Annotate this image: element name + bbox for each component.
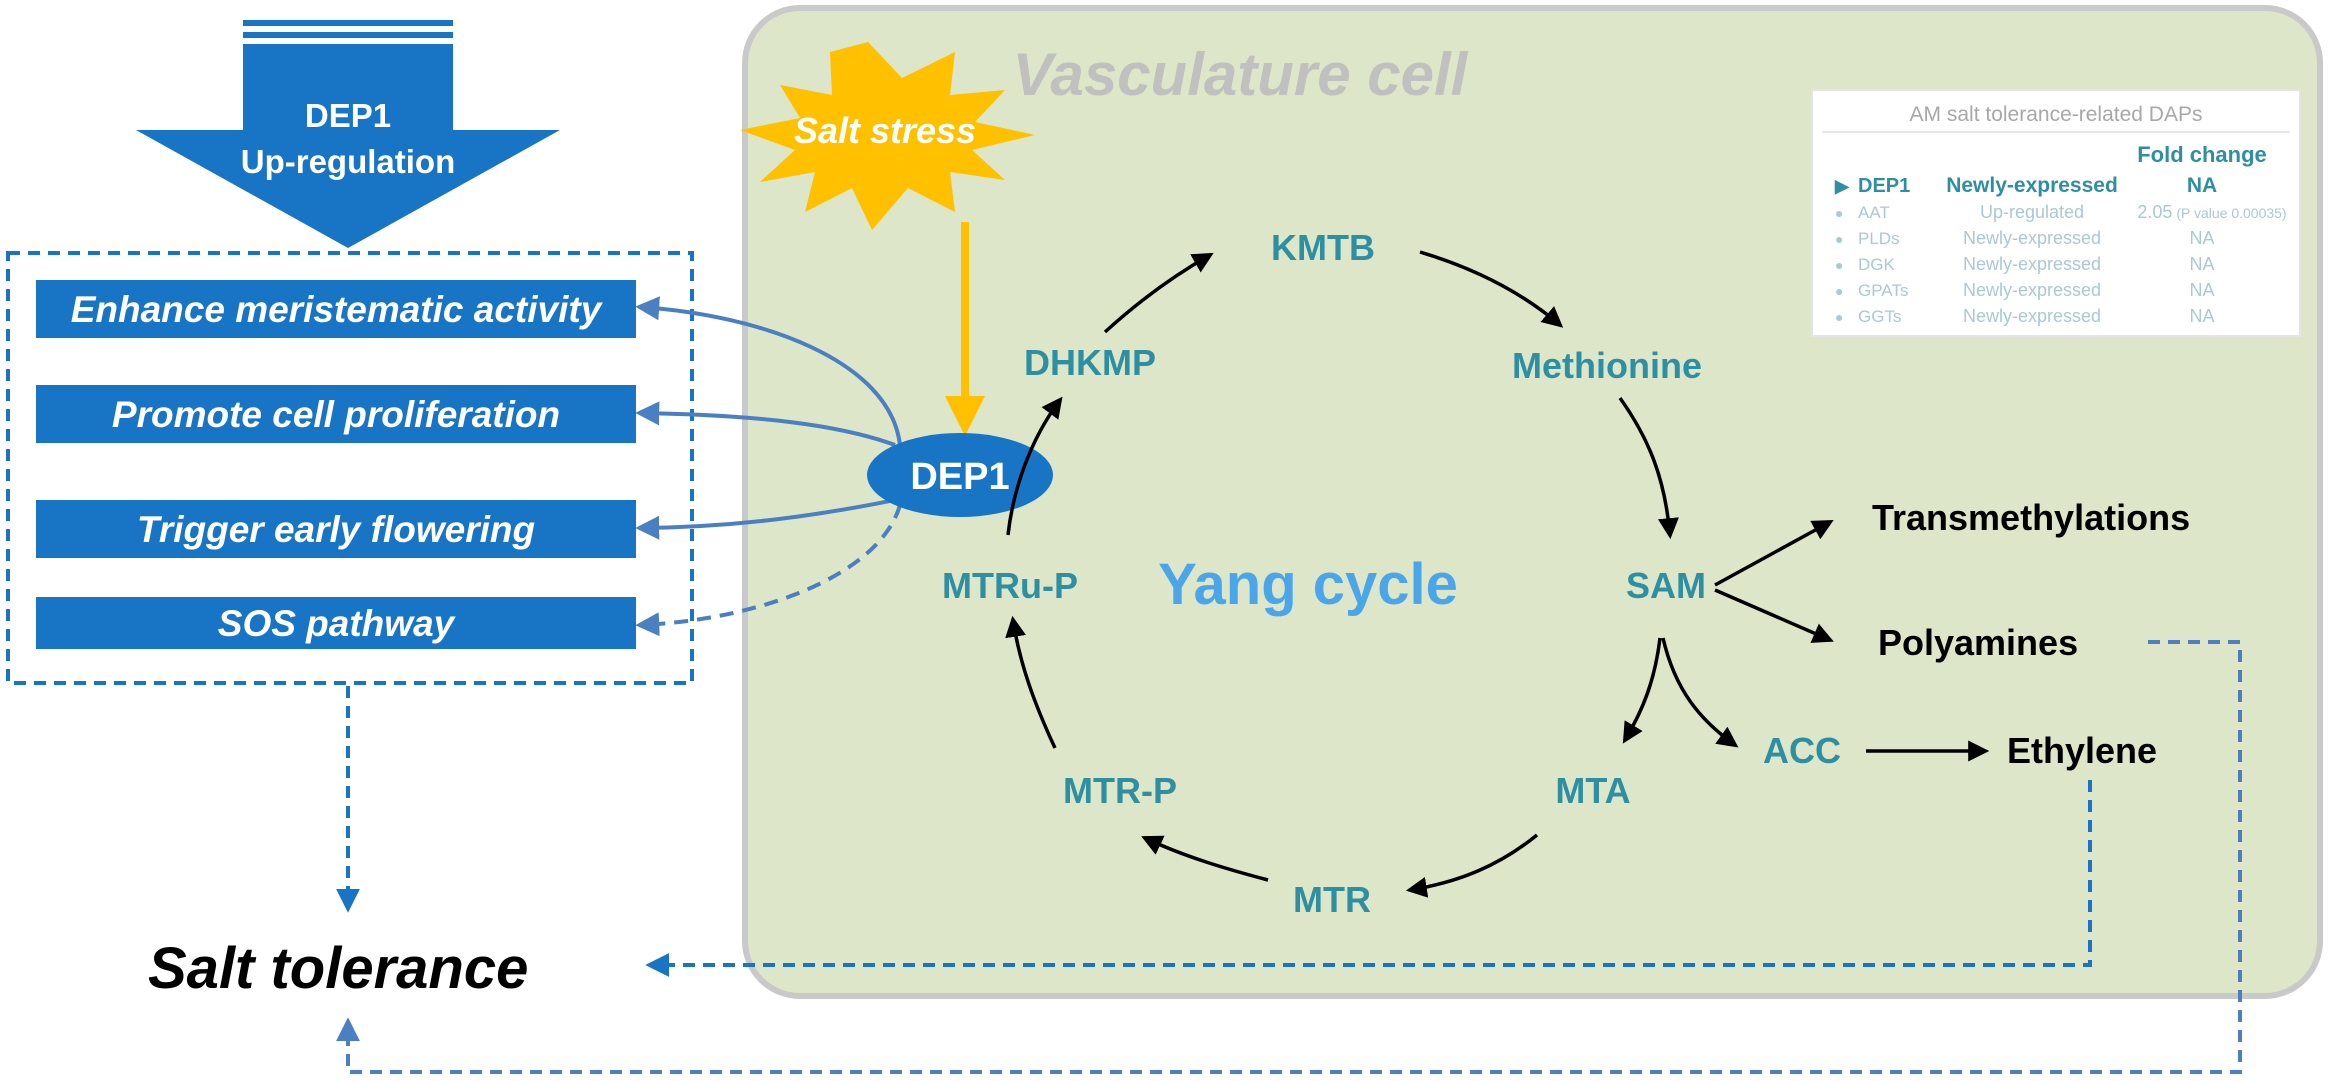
dap-row-status: Newly-expressed	[1946, 174, 2118, 197]
node-acc: ACC	[1763, 730, 1841, 771]
vasculature-cell-title: Vasculature cell	[1013, 41, 1469, 108]
node-mta: MTA	[1555, 770, 1630, 811]
effect-sos-pathway: SOS pathway	[36, 597, 636, 649]
arrow-mta-to-mtr	[1405, 833, 1539, 898]
salt-stress-burst	[740, 42, 1035, 230]
arrow-sam-to-transmethylations	[1714, 519, 1834, 587]
dap-row-fold: NA	[2187, 174, 2217, 197]
dashed-polyamines-to-salt-tolerance	[336, 640, 2242, 1074]
dap-row-fold: NA	[2189, 254, 2214, 274]
arrow-dep1-to-sos	[635, 504, 902, 637]
output-ethylene: Ethylene	[2007, 730, 2157, 771]
arrow-dep1-to-proliferation	[635, 401, 896, 447]
salt-stress-label: Salt stress	[794, 110, 976, 151]
effects-dashed-box	[6, 251, 694, 685]
dap-table-title: AM salt tolerance-related DAPs	[1910, 103, 2203, 126]
dep1-upregulation-arrow: DEP1 Up-regulation	[136, 20, 560, 248]
dap-row-status: Newly-expressed	[1963, 306, 2101, 326]
dap-table-row: ● GPATs Newly-expressed NA	[1835, 280, 2215, 300]
arrow-dhkmp-to-kmtb	[1103, 252, 1214, 334]
dap-row-status: Newly-expressed	[1963, 280, 2101, 300]
dap-row-fold: NA	[2189, 280, 2214, 300]
node-mtr: MTR	[1293, 879, 1371, 920]
dep1-node	[867, 433, 1053, 517]
arrow-dep1-to-meristematic	[635, 296, 902, 446]
arrow-mtrp-to-mtrup	[1005, 615, 1057, 749]
effect-enhance-meristematic: Enhance meristematic activity	[36, 280, 636, 338]
dap-row-fold-value: 2.05	[2137, 202, 2172, 222]
dap-row-marker: ●	[1835, 309, 1843, 325]
dap-table-row: ● GGTs Newly-expressed NA	[1835, 306, 2215, 326]
yang-cycle-title: Yang cycle	[1158, 552, 1458, 617]
arrow-sam-to-acc	[1661, 637, 1739, 748]
dap-table-header: Fold change	[2137, 142, 2267, 167]
dap-row-marker: ▶	[1834, 176, 1850, 196]
arrow-mtr-to-mtrp	[1141, 835, 1269, 882]
arrow-dep1-to-flowering	[635, 498, 896, 540]
effect-trigger-flowering: Trigger early flowering	[36, 500, 636, 558]
dap-row-marker: ●	[1835, 231, 1843, 247]
dap-table-row: ● PLDs Newly-expressed NA	[1835, 228, 2215, 248]
dap-row-fold: NA	[2189, 306, 2214, 326]
dap-row-fold: NA	[2189, 228, 2214, 248]
dep1-upregulation-line1: DEP1	[305, 97, 391, 134]
dap-table-row: ▶ DEP1 Newly-expressed NA	[1834, 174, 2217, 197]
effect-promote-proliferation-label: Promote cell proliferation	[112, 394, 560, 435]
arrow-sam-to-mta	[1622, 637, 1662, 744]
dap-row-pvalue: (P value 0.00035)	[2172, 205, 2286, 221]
node-methionine: Methionine	[1512, 345, 1702, 386]
node-kmtb: KMTB	[1271, 227, 1375, 268]
node-mtrup: MTRu-P	[942, 565, 1078, 606]
node-dhkmp: DHKMP	[1024, 342, 1156, 383]
dap-row-name: DEP1	[1858, 175, 1910, 197]
node-mtrp: MTR-P	[1063, 770, 1177, 811]
dap-table-row: ● DGK Newly-expressed NA	[1835, 254, 2215, 274]
effect-trigger-flowering-label: Trigger early flowering	[137, 509, 535, 550]
dap-row-status: Newly-expressed	[1963, 254, 2101, 274]
dap-row-name: DGK	[1858, 255, 1896, 274]
arrow-kmtb-to-methionine	[1419, 250, 1564, 328]
node-sam: SAM	[1626, 565, 1706, 606]
dap-row-name: GGTs	[1858, 307, 1901, 326]
arrow-sam-to-polyamines	[1714, 588, 1834, 643]
dep1-node-label: DEP1	[910, 456, 1009, 498]
output-polyamines: Polyamines	[1878, 622, 2078, 663]
dap-table: AM salt tolerance-related DAPs Fold chan…	[1811, 89, 2301, 337]
dap-row-marker: ●	[1835, 283, 1843, 299]
arrow-mtrup-to-dhkmp	[1006, 396, 1063, 536]
dap-row-name: AAT	[1858, 203, 1890, 222]
effect-enhance-meristematic-label: Enhance meristematic activity	[71, 289, 604, 330]
arrow-methionine-to-sam	[1618, 396, 1679, 540]
dap-row-status: Up-regulated	[1980, 202, 2084, 222]
dashed-ethylene-to-salt-tolerance	[645, 780, 2092, 977]
output-transmethylations: Transmethylations	[1872, 497, 2190, 538]
dap-row-marker: ●	[1835, 205, 1843, 221]
salt-tolerance-label: Salt tolerance	[148, 936, 528, 1001]
dep1-upregulation-line2: Up-regulation	[241, 143, 455, 180]
dap-row-fold: 2.05 (P value 0.00035)	[2137, 202, 2286, 222]
dap-row-name: PLDs	[1858, 229, 1900, 248]
dap-row-marker: ●	[1835, 257, 1843, 273]
dap-row-name: GPATs	[1858, 281, 1908, 300]
dap-table-row: ● AAT Up-regulated 2.05 (P value 0.00035)	[1835, 202, 2287, 222]
dap-row-status: Newly-expressed	[1963, 228, 2101, 248]
effect-promote-proliferation: Promote cell proliferation	[36, 385, 636, 443]
effect-sos-pathway-label: SOS pathway	[218, 603, 457, 644]
